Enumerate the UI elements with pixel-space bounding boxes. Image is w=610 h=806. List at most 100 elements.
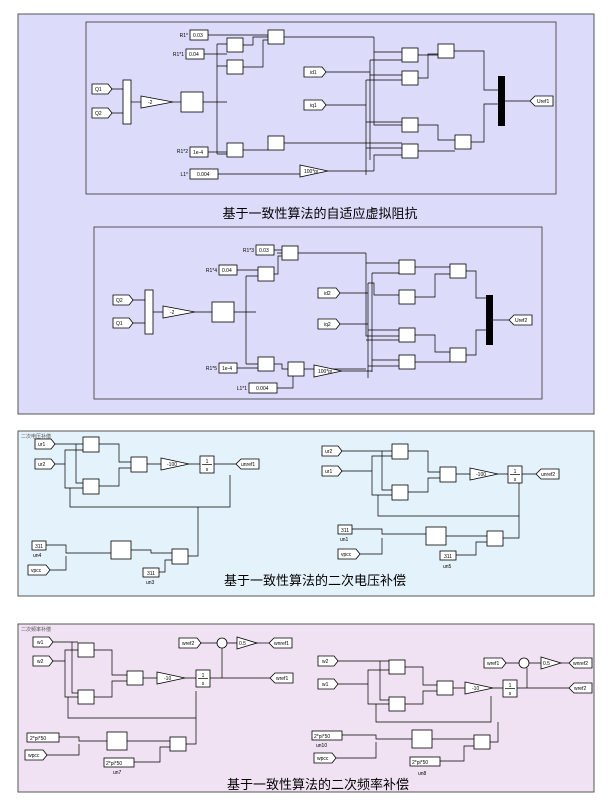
bot-left-sub-b[interactable]	[77, 689, 95, 705]
mid-right-sub-a[interactable]	[391, 443, 409, 460]
sub1-abs-block[interactable]	[180, 91, 204, 113]
bot-right-const-un8[interactable]: 2*pi*50 un8	[409, 756, 441, 777]
sub1-sum-b[interactable]	[267, 135, 285, 151]
bot-right-output-wnref2[interactable]: wnref2	[568, 657, 593, 669]
bot-left-sub-c[interactable]	[169, 736, 187, 752]
bot-left-product[interactable]	[106, 731, 128, 751]
sub1-mul-1[interactable]	[401, 47, 419, 63]
mid-right-const-un1[interactable]: 311 un1	[337, 524, 353, 543]
sub1-mul-2[interactable]	[401, 70, 419, 86]
sub1-mul-3[interactable]	[401, 117, 419, 133]
bot-left-sub-a[interactable]	[77, 642, 95, 658]
mid-left-input-vpcc[interactable]: vpcc	[27, 564, 51, 576]
bot-left-const-un7[interactable]: 2*pi*50 un7	[103, 757, 135, 776]
bot-left-const-in[interactable]: 2*pi*50	[26, 732, 60, 743]
bot-right-gain[interactable]: -10	[464, 681, 494, 695]
bot-right-sum-circle[interactable]	[518, 657, 530, 669]
bot-left-output-wnref1[interactable]: wnref1	[268, 637, 293, 649]
sub2-mul-3[interactable]	[398, 327, 416, 343]
mid-right-output-unref2[interactable]: unref2	[535, 468, 560, 480]
sub2-sum-a[interactable]	[281, 245, 299, 261]
sub1-product-c[interactable]	[226, 142, 244, 158]
sub1-input-q2[interactable]: Q2	[91, 107, 113, 119]
bot-right-output-wref2[interactable]: wref2	[568, 682, 593, 694]
sub2-gain-block[interactable]: -2	[162, 305, 196, 319]
sub1-mux[interactable]	[122, 79, 132, 125]
bot-left-gain[interactable]: -10	[156, 671, 186, 685]
mid-left-sub-b[interactable]	[82, 478, 100, 495]
mid-right-integrator[interactable]: 1 s	[507, 465, 523, 484]
sub2-input-id2[interactable]: id2	[317, 287, 341, 299]
bot-left-input-w2[interactable]: w2	[32, 655, 54, 667]
sub1-input-iq1[interactable]: iq1	[303, 99, 327, 111]
bot-right-input-wpcc[interactable]: wpcc	[313, 752, 337, 764]
mid-right-input-ur1[interactable]: ur1	[321, 465, 343, 477]
bot-left-integrator[interactable]: 1 s	[195, 669, 211, 688]
mid-left-sub-c[interactable]	[171, 548, 189, 565]
bot-left-input-wref2[interactable]: wref2	[178, 637, 202, 649]
bot-right-add[interactable]	[436, 680, 454, 696]
sub2-input-q1[interactable]: Q1	[112, 317, 134, 329]
sub1-input-id1[interactable]: id1	[303, 66, 327, 78]
bot-right-input-w1[interactable]: w1	[317, 678, 339, 690]
mid-right-input-vpcc[interactable]: vpcc	[337, 548, 361, 560]
mid-left-input-ur2[interactable]: ur2	[34, 458, 56, 470]
bot-left-input-w1[interactable]: w1	[32, 636, 54, 648]
sub1-add-2[interactable]	[454, 134, 472, 150]
mid-left-output-unref1[interactable]: unref1	[235, 458, 260, 470]
bot-right-product[interactable]	[411, 729, 433, 749]
sub2-abs-block[interactable]	[211, 301, 235, 323]
mid-right-input-ur2[interactable]: ur2	[321, 445, 343, 457]
sub1-product-b[interactable]	[226, 59, 244, 75]
sub1-gain-100pi[interactable]: 100*pi	[299, 164, 329, 178]
mid-left-add[interactable]	[130, 456, 148, 473]
sub2-product-a[interactable]	[257, 266, 275, 282]
sub2-input-q2[interactable]: Q2	[112, 294, 134, 306]
mid-right-sub-c[interactable]	[486, 530, 504, 547]
sub2-gain-100pi[interactable]: 100*pi	[313, 364, 343, 378]
sub1-mux-out[interactable]	[498, 76, 505, 126]
mid-left-sub-a[interactable]	[82, 436, 100, 453]
sub1-sum-a[interactable]	[267, 29, 285, 45]
sub1-add-1[interactable]	[437, 43, 455, 59]
sub2-add-1[interactable]	[449, 263, 467, 279]
mid-left-const-un4[interactable]: 311 un4	[31, 540, 47, 559]
sub2-add-2[interactable]	[449, 347, 467, 363]
mid-left-product[interactable]	[110, 540, 132, 560]
bot-right-sub-b[interactable]	[388, 696, 406, 712]
sub2-mul-4[interactable]	[398, 354, 416, 370]
sub2-product-b[interactable]	[257, 356, 275, 372]
bot-right-gain-half[interactable]: 0.5	[540, 656, 563, 670]
mid-left-gain[interactable]: -100	[160, 457, 190, 471]
sub2-mul-1[interactable]	[398, 259, 416, 275]
mid-right-add[interactable]	[439, 466, 457, 483]
bot-right-input-wref1[interactable]: wref1	[483, 657, 507, 669]
bot-right-input-w2[interactable]: w2	[317, 655, 339, 667]
sub1-input-q1[interactable]: Q1	[91, 83, 113, 95]
bot-left-input-wpcc[interactable]: wpcc	[24, 749, 48, 761]
mid-left-const-un3[interactable]: 311 un3	[142, 567, 160, 586]
sub2-output-uref2[interactable]: Uref2	[508, 314, 533, 326]
bot-right-sub-a[interactable]	[388, 659, 406, 675]
sub1-product-a[interactable]	[226, 37, 244, 53]
mid-left-input-ur1[interactable]: ur1	[34, 438, 56, 450]
sub1-gain-block[interactable]: -2	[140, 95, 174, 109]
mid-right-sub-b[interactable]	[391, 484, 409, 501]
bot-left-add[interactable]	[126, 670, 144, 686]
bot-left-gain-half[interactable]: 0.5	[236, 636, 259, 650]
sub2-input-iq2[interactable]: iq2	[317, 318, 341, 330]
sub2-sum-b[interactable]	[287, 361, 305, 377]
mid-left-integrator[interactable]: 1 s	[199, 455, 215, 474]
mid-right-const-un5[interactable]: 311 un5	[439, 550, 457, 570]
mid-right-gain[interactable]: -100	[469, 467, 499, 481]
sub1-mul-4[interactable]	[401, 143, 419, 159]
bot-right-sub-c[interactable]	[473, 734, 491, 750]
bot-right-const-un10[interactable]: 2*pi*50 un10	[311, 730, 343, 749]
sub2-mux[interactable]	[144, 289, 154, 335]
sub1-output-uref1[interactable]: Uref1	[529, 95, 554, 107]
bot-left-output-wref1[interactable]: wref1	[269, 672, 294, 684]
bot-right-integrator[interactable]: 1 s	[502, 679, 518, 698]
sub2-mul-2[interactable]	[398, 289, 416, 305]
mid-right-product[interactable]	[425, 526, 447, 546]
bot-left-sum-circle[interactable]	[216, 637, 228, 649]
